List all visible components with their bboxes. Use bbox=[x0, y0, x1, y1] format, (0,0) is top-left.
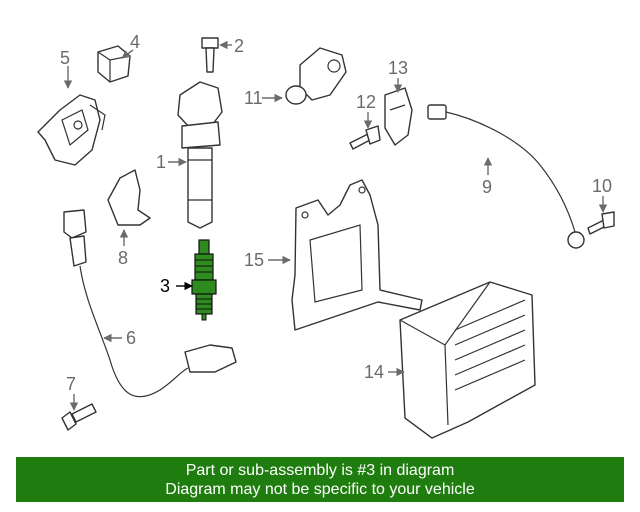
part-11-sensor bbox=[285, 47, 347, 105]
leader-lines bbox=[63, 40, 608, 411]
part-1-ignition-coil bbox=[177, 81, 223, 229]
callout-9: 9 bbox=[482, 177, 492, 197]
banner-line-2: Diagram may not be specific to your vehi… bbox=[165, 481, 475, 498]
part-12-bolt bbox=[349, 125, 381, 150]
parts-diagram: 5 4 2 1 11 13 12 9 10 8 6 7 15 14 3 bbox=[37, 32, 615, 439]
callout-1: 1 bbox=[156, 152, 166, 172]
info-banner: Part or sub-assembly is #3 in diagram Di… bbox=[16, 457, 624, 502]
part-15-bracket bbox=[291, 179, 423, 331]
part-3-spark-plug bbox=[191, 239, 217, 321]
callout-4: 4 bbox=[130, 32, 140, 52]
callout-11: 11 bbox=[244, 88, 263, 108]
banner-line-1: Part or sub-assembly is #3 in diagram bbox=[185, 462, 455, 479]
callout-8: 8 bbox=[118, 248, 128, 268]
callout-7: 7 bbox=[66, 374, 76, 394]
callout-5: 5 bbox=[60, 48, 70, 68]
part-14-ecu bbox=[399, 281, 536, 439]
part-2-bolt bbox=[201, 37, 219, 73]
callout-2: 2 bbox=[234, 36, 244, 56]
callout-12: 12 bbox=[356, 92, 376, 112]
part-9-sensor-wire bbox=[427, 104, 585, 249]
part-10-bolt bbox=[587, 211, 615, 235]
part-5-bracket bbox=[37, 94, 106, 166]
callout-6: 6 bbox=[126, 328, 136, 348]
callout-10: 10 bbox=[592, 176, 612, 196]
callout-13: 13 bbox=[388, 58, 408, 78]
part-8-shield bbox=[107, 169, 151, 226]
part-4-block bbox=[97, 45, 131, 83]
part-6-sensor-cable bbox=[63, 209, 237, 398]
part-13-bracket bbox=[384, 87, 413, 146]
part-7-bolt bbox=[61, 403, 97, 431]
callout-3: 3 bbox=[160, 276, 170, 296]
callout-14: 14 bbox=[364, 362, 384, 382]
callout-15: 15 bbox=[244, 250, 264, 270]
